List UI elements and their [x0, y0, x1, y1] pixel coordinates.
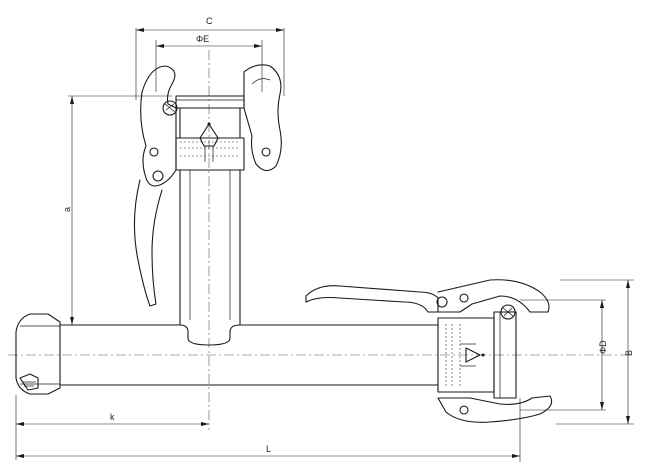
dim-e-label: ΦE — [196, 34, 209, 44]
dim-c-label: C — [206, 16, 213, 26]
dimension-a: a — [62, 95, 172, 325]
dim-b-label: B — [624, 350, 634, 356]
main-pipe — [59, 324, 439, 386]
dim-a-label: a — [62, 207, 72, 212]
branch-pipe — [179, 169, 241, 326]
dimension-d: ΦD — [520, 299, 608, 411]
dim-d-label: ΦD — [598, 340, 608, 354]
left-end-cap — [15, 313, 61, 395]
right-coupling — [305, 279, 553, 423]
dimension-b: B — [556, 279, 634, 425]
dimension-k: k — [15, 395, 209, 460]
dim-l-label: L — [266, 444, 271, 454]
dimension-e: ΦE — [155, 34, 263, 92]
dimension-c: C — [135, 16, 285, 100]
top-coupling — [133, 64, 282, 307]
dimension-l: L — [16, 398, 521, 462]
dim-k-label: k — [110, 412, 115, 422]
